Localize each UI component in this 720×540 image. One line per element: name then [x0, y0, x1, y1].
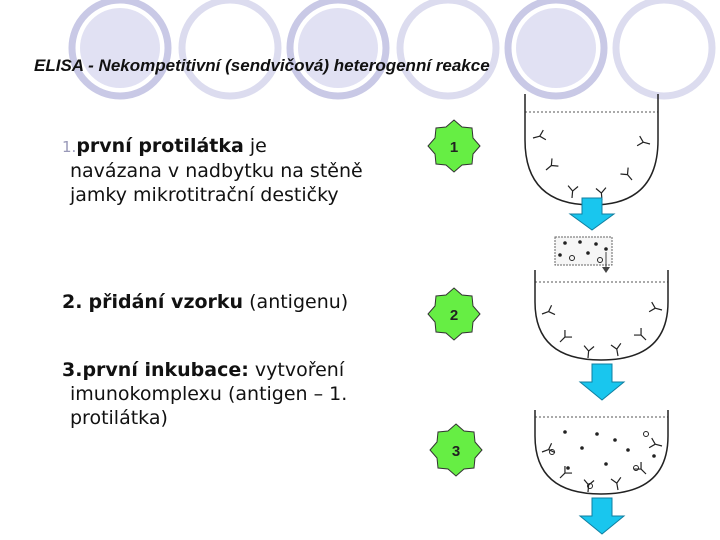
elisa-diagram: 1 2 3 [427, 94, 669, 535]
antigen-dot-icon [566, 466, 570, 470]
antigen-dot-icon [587, 483, 593, 489]
step-1-text: 1.první protilátka je navázana v nadbytk… [62, 134, 392, 207]
badge-label: 3 [452, 443, 460, 460]
antigen-dot-icon [549, 449, 555, 455]
step-rest: vytvoření [248, 359, 345, 381]
star-badge-icon [427, 119, 481, 173]
deco-circle [612, 0, 716, 100]
slide-title: ELISA - Nekompetitivní (sendvičová) hete… [34, 56, 490, 75]
deco-circle-filled [80, 8, 160, 88]
step-number: 1. [62, 138, 77, 156]
antibody-y-icon [648, 437, 664, 452]
step-badge-2: 2 [427, 287, 481, 341]
circle-pattern [68, 0, 716, 100]
step-2-text: 2. přidání vzorku (antigenu) [62, 290, 392, 314]
small-arrow-head-icon [602, 267, 610, 273]
down-arrow-icon [578, 363, 626, 401]
antibody-y-icon [610, 342, 624, 358]
antigen-dot-icon [604, 247, 608, 251]
deco-circle [504, 0, 608, 100]
well-icon [534, 410, 669, 495]
star-badge-icon [429, 423, 483, 477]
well-icon [524, 94, 659, 206]
antibody-y-icon [555, 329, 573, 347]
antibody-y-icon [633, 327, 651, 345]
step-continuation: navázana v nadbytku na stěně jamky mikro… [70, 160, 363, 206]
well-icon [534, 270, 669, 361]
sample-box [554, 236, 613, 266]
antibody-y-icon [566, 185, 579, 200]
antigen-dot-icon [586, 251, 590, 255]
antigen-dot-icon [563, 241, 567, 245]
well-2 [534, 270, 669, 361]
antibody-y-icon [648, 301, 664, 316]
circle-fill-pattern [80, 8, 596, 88]
antibody-y-icon [539, 304, 556, 320]
antibody-y-icon [542, 157, 560, 175]
antibody-y-icon [531, 129, 547, 144]
star-badge-icon [427, 287, 481, 341]
down-arrow-icon [578, 497, 626, 535]
antigen-dot-icon [580, 446, 584, 450]
step-key: první inkubace: [82, 359, 249, 381]
down-arrow-icon [568, 197, 616, 231]
deco-circle [68, 0, 172, 100]
antibody-y-icon [582, 345, 595, 360]
step-number: 3. [62, 359, 83, 381]
badge-label: 1 [450, 139, 458, 156]
antibody-y-icon [610, 476, 624, 492]
step-continuation: imunokomplexu (antigen – 1. protilátka) [70, 383, 348, 429]
antigen-dot-icon [569, 255, 575, 261]
antigen-dot-icon [595, 432, 599, 436]
antibody-y-icon [619, 166, 637, 184]
sample-box-icon [554, 236, 613, 266]
antigen-dot-icon [652, 454, 656, 458]
step-badge-3: 3 [429, 423, 483, 477]
deco-circle-filled [516, 8, 596, 88]
deco-circle [286, 0, 390, 100]
antigen-dot-icon [597, 257, 603, 263]
antigen-dot-icon [633, 465, 639, 471]
well-3 [534, 410, 669, 495]
antigen-dot-icon [626, 448, 630, 452]
step-key: přidání vzorku [88, 291, 244, 313]
step-3-text: 3.první inkubace: vytvoření imunokomplex… [62, 358, 392, 430]
step-rest: (antigenu) [243, 291, 349, 313]
antigen-dot-icon [594, 242, 598, 246]
antigen-dot-icon [578, 240, 582, 244]
deco-circle [178, 0, 282, 100]
step-key: první protilátka [76, 135, 244, 157]
step-number: 2. [62, 291, 83, 313]
well-1 [524, 94, 659, 206]
antibody-y-icon [633, 461, 651, 479]
antigen-dot-icon [563, 430, 567, 434]
step-rest: je [243, 135, 267, 157]
step-badge-1: 1 [427, 119, 481, 173]
deco-circle-filled [298, 8, 378, 88]
deco-circle [396, 0, 500, 100]
antigen-dot-icon [558, 253, 562, 257]
antigen-dot-icon [604, 462, 608, 466]
antibody-y-icon [636, 135, 652, 150]
badge-label: 2 [450, 307, 458, 324]
antigen-dot-icon [613, 438, 617, 442]
antigen-dot-icon [643, 431, 649, 437]
